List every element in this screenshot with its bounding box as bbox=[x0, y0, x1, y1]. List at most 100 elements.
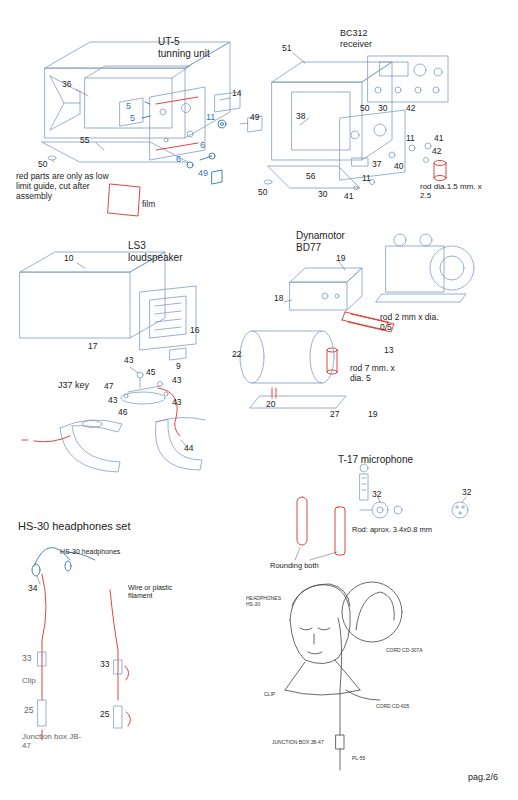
t17-microphone-stroke bbox=[360, 464, 368, 472]
leader-lines-stroke bbox=[130, 367, 138, 373]
part-label: LS3 bbox=[128, 240, 146, 252]
wires-stroke bbox=[158, 388, 180, 436]
ut5-blue-parts-stroke bbox=[218, 120, 226, 128]
j37-key-stroke bbox=[164, 392, 168, 396]
leader-lines-stroke bbox=[77, 263, 85, 268]
j37-key-stroke bbox=[155, 420, 202, 470]
callout-number: 27 bbox=[330, 410, 339, 420]
bd77-dynamotor-stroke bbox=[420, 234, 432, 246]
ut5-blue-parts-stroke bbox=[200, 156, 212, 160]
bc312-receiver-stroke bbox=[368, 56, 448, 102]
ls3-loudspeaker-stroke bbox=[20, 272, 130, 338]
callout-number: 6 bbox=[200, 140, 205, 150]
ut5-tuning-unit-stroke bbox=[182, 104, 191, 113]
j37-key-stroke bbox=[60, 426, 120, 472]
clip-junction-stroke bbox=[114, 706, 122, 728]
bc312-receiver-stroke bbox=[409, 145, 415, 151]
bc312-receiver-stroke bbox=[395, 87, 401, 93]
t17-microphone-stroke bbox=[459, 512, 461, 514]
j37-key-stroke bbox=[156, 417, 205, 422]
bc312-receiver-stroke bbox=[425, 143, 431, 149]
j37-key-stroke bbox=[82, 421, 102, 428]
callout-number: 20 bbox=[266, 400, 275, 410]
part-label: PL-55 bbox=[352, 756, 365, 762]
callout-number: 42 bbox=[406, 104, 415, 114]
callout-number: 46 bbox=[118, 408, 127, 418]
t17-microphone bbox=[360, 464, 468, 518]
wires bbox=[22, 388, 345, 740]
part-label: pag.2/6 bbox=[468, 772, 498, 782]
callout-number: 30 bbox=[378, 104, 387, 114]
clip-junction-stroke bbox=[38, 700, 46, 726]
callout-number: 42 bbox=[432, 147, 441, 157]
bd77-dynamotor-stroke bbox=[250, 396, 346, 408]
ut5-tuning-unit-stroke bbox=[85, 78, 172, 128]
t17-microphone-stroke bbox=[452, 502, 468, 518]
wires-stroke bbox=[335, 507, 345, 555]
ut5-blue-parts-stroke bbox=[221, 123, 224, 126]
bd77-dynamotor-stroke bbox=[252, 331, 322, 383]
bd77-dynamotor bbox=[240, 234, 474, 408]
pilot-figure-stroke bbox=[340, 749, 341, 770]
ut5-tuning-unit-stroke bbox=[187, 131, 193, 137]
leader-lines bbox=[37, 53, 466, 584]
red-guide-parts-stroke bbox=[272, 388, 276, 398]
wires-stroke bbox=[125, 666, 129, 680]
callout-number: 37 bbox=[372, 160, 381, 170]
bd77-dynamotor-stroke bbox=[240, 331, 264, 383]
callout-number: 13 bbox=[384, 346, 393, 356]
callout-number: 19 bbox=[336, 254, 345, 264]
part-label: JUNCTION BOX JB-47 bbox=[272, 740, 332, 746]
part-label: receiver bbox=[340, 39, 372, 49]
leader-lines-stroke bbox=[462, 497, 466, 502]
leader-lines-stroke bbox=[240, 123, 248, 124]
bc312-receiver-stroke bbox=[424, 158, 429, 163]
bc312-receiver-stroke bbox=[374, 124, 386, 136]
ls3-loudspeaker-stroke bbox=[155, 303, 181, 330]
part-label: BC312 bbox=[340, 28, 368, 38]
part-label: T-17 microphone bbox=[338, 454, 413, 466]
bd77-dynamotor-stroke bbox=[347, 268, 362, 310]
callout-number: 11 bbox=[206, 112, 215, 122]
ut5-tuning-unit bbox=[42, 42, 262, 162]
red-guide-parts-stroke bbox=[156, 97, 198, 150]
callout-number: 33 bbox=[22, 654, 31, 664]
bc312-receiver-stroke bbox=[352, 158, 368, 166]
bc312-receiver-stroke bbox=[375, 87, 381, 93]
clip-junction-stroke bbox=[38, 652, 46, 666]
callout-number: 47 bbox=[104, 382, 113, 392]
bd77-dynamotor-stroke bbox=[322, 293, 328, 299]
callout-number: 40 bbox=[394, 162, 403, 172]
callout-number: 30 bbox=[318, 190, 327, 200]
wires-stroke bbox=[42, 574, 46, 740]
leader-lines-stroke bbox=[295, 548, 337, 560]
part-label: CORD CD-605 bbox=[376, 704, 412, 710]
part-label: CLIP bbox=[264, 692, 275, 698]
callout-number: 45 bbox=[146, 368, 155, 378]
bc312-receiver-stroke bbox=[340, 110, 405, 180]
callout-number: 41 bbox=[344, 192, 353, 202]
callout-number: 32 bbox=[372, 490, 381, 500]
t17-microphone-stroke bbox=[360, 510, 372, 511]
bc312-receiver-stroke bbox=[380, 62, 408, 76]
callout-number: 5 bbox=[126, 101, 131, 111]
pilot-figure-stroke bbox=[342, 582, 402, 642]
part-label: Rounding both bbox=[270, 562, 319, 571]
ls3-loudspeaker bbox=[20, 252, 196, 360]
bd77-dynamotor-stroke bbox=[430, 246, 474, 290]
t17-microphone-stroke bbox=[372, 502, 388, 518]
wires-stroke bbox=[297, 497, 307, 545]
bc312-receiver-stroke bbox=[268, 166, 360, 188]
part-label: HS-30 headphones set bbox=[18, 520, 131, 533]
ut5-tuning-unit-stroke bbox=[42, 142, 188, 162]
t17-microphone-stroke bbox=[360, 474, 368, 500]
bc312-receiver-stroke bbox=[389, 152, 395, 158]
callout-number: 32 bbox=[462, 488, 471, 498]
part-label: rod dia.1.5 mm. x 2.5 bbox=[420, 182, 492, 200]
bc312-receiver-stroke bbox=[414, 64, 426, 76]
pilot-figure-stroke bbox=[292, 584, 350, 606]
bd77-dynamotor-stroke bbox=[394, 234, 406, 246]
t17-microphone-stroke bbox=[362, 478, 366, 490]
callout-number: 11 bbox=[406, 134, 415, 144]
